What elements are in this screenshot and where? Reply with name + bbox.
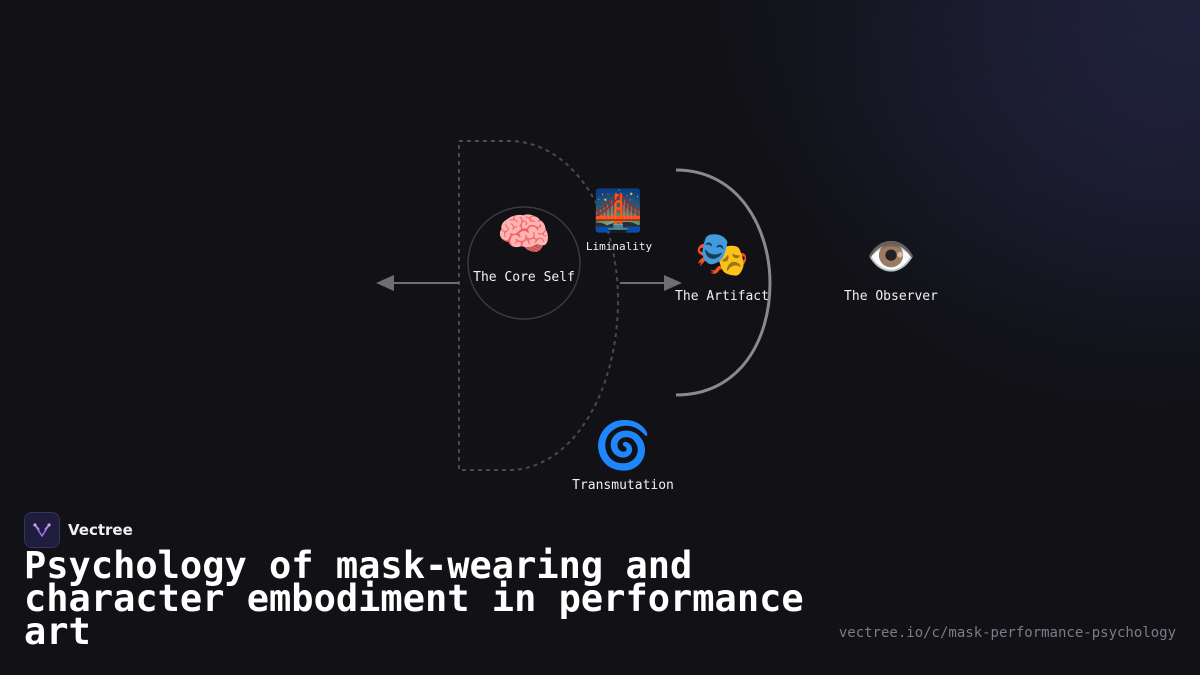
artifact-arc xyxy=(675,168,772,397)
observer-label: The Observer xyxy=(844,289,938,304)
transmutation-label: Transmutation xyxy=(572,478,674,493)
core-self-circle xyxy=(467,206,581,320)
liminality-label: Liminality xyxy=(585,240,653,253)
brand[interactable]: Vectree xyxy=(24,512,133,548)
performing-arts-masks-icon: 🎭 xyxy=(694,229,750,280)
bridge-at-night-icon: 🌉 xyxy=(593,188,643,234)
page-title: Psychology of mask-wearing and character… xyxy=(24,544,804,653)
cyclone-icon: 🌀 xyxy=(594,418,652,472)
vectree-logo-icon xyxy=(24,512,60,548)
page-url[interactable]: vectree.io/c/mask-performance-psychology xyxy=(838,625,1176,641)
brand-name: Vectree xyxy=(68,521,133,539)
eye-icon: 👁️ xyxy=(866,234,916,280)
brain-icon: 🧠 xyxy=(496,209,552,260)
core-self-label: The Core Self xyxy=(473,270,575,285)
artifact-label: The Artifact xyxy=(675,289,769,304)
